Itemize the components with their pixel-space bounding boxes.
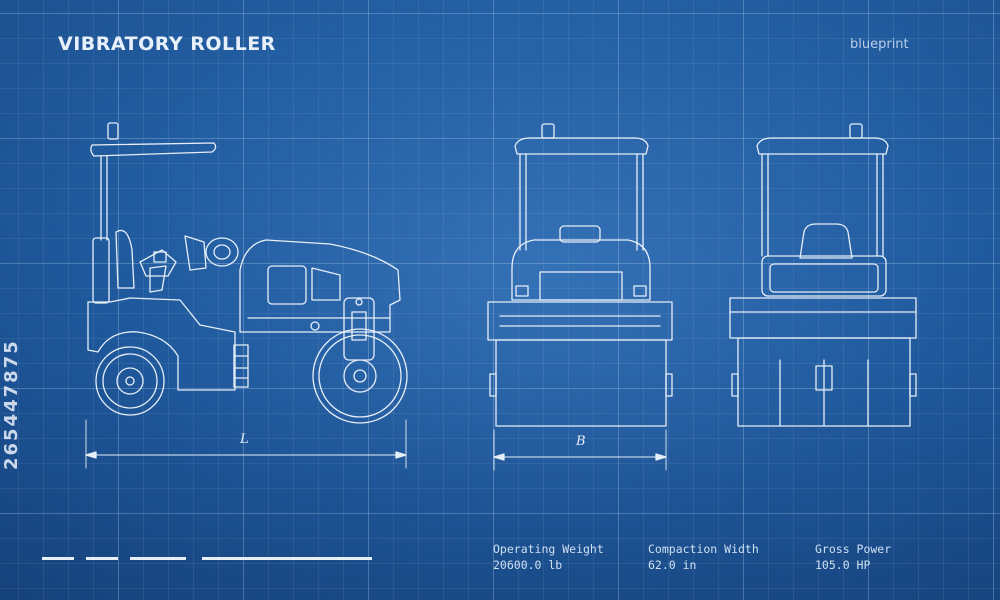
spec-gross-power: Gross Power 105.0 HP (815, 541, 891, 573)
page-subtitle: blueprint (850, 37, 909, 52)
spec-label: Operating Weight (493, 542, 604, 556)
spec-operating-weight: Operating Weight 20600.0 lb (493, 541, 604, 573)
spec-value: 105.0 HP (815, 558, 871, 572)
spec-label: Gross Power (815, 542, 892, 556)
spec-value: 62.0 in (648, 558, 697, 572)
spec-value: 20600.0 lb (493, 558, 563, 572)
spec-label: Compaction Width (648, 542, 759, 556)
side-view (85, 122, 408, 469)
spec-compaction-width: Compaction Width 62.0 in (648, 541, 759, 573)
rear-view (729, 123, 917, 427)
width-dimension-label: B (576, 434, 586, 449)
scale-bar (42, 557, 372, 560)
length-dimension-label: L (240, 432, 249, 447)
front-view (487, 123, 673, 471)
page-title: VIBRATORY ROLLER (58, 33, 276, 55)
